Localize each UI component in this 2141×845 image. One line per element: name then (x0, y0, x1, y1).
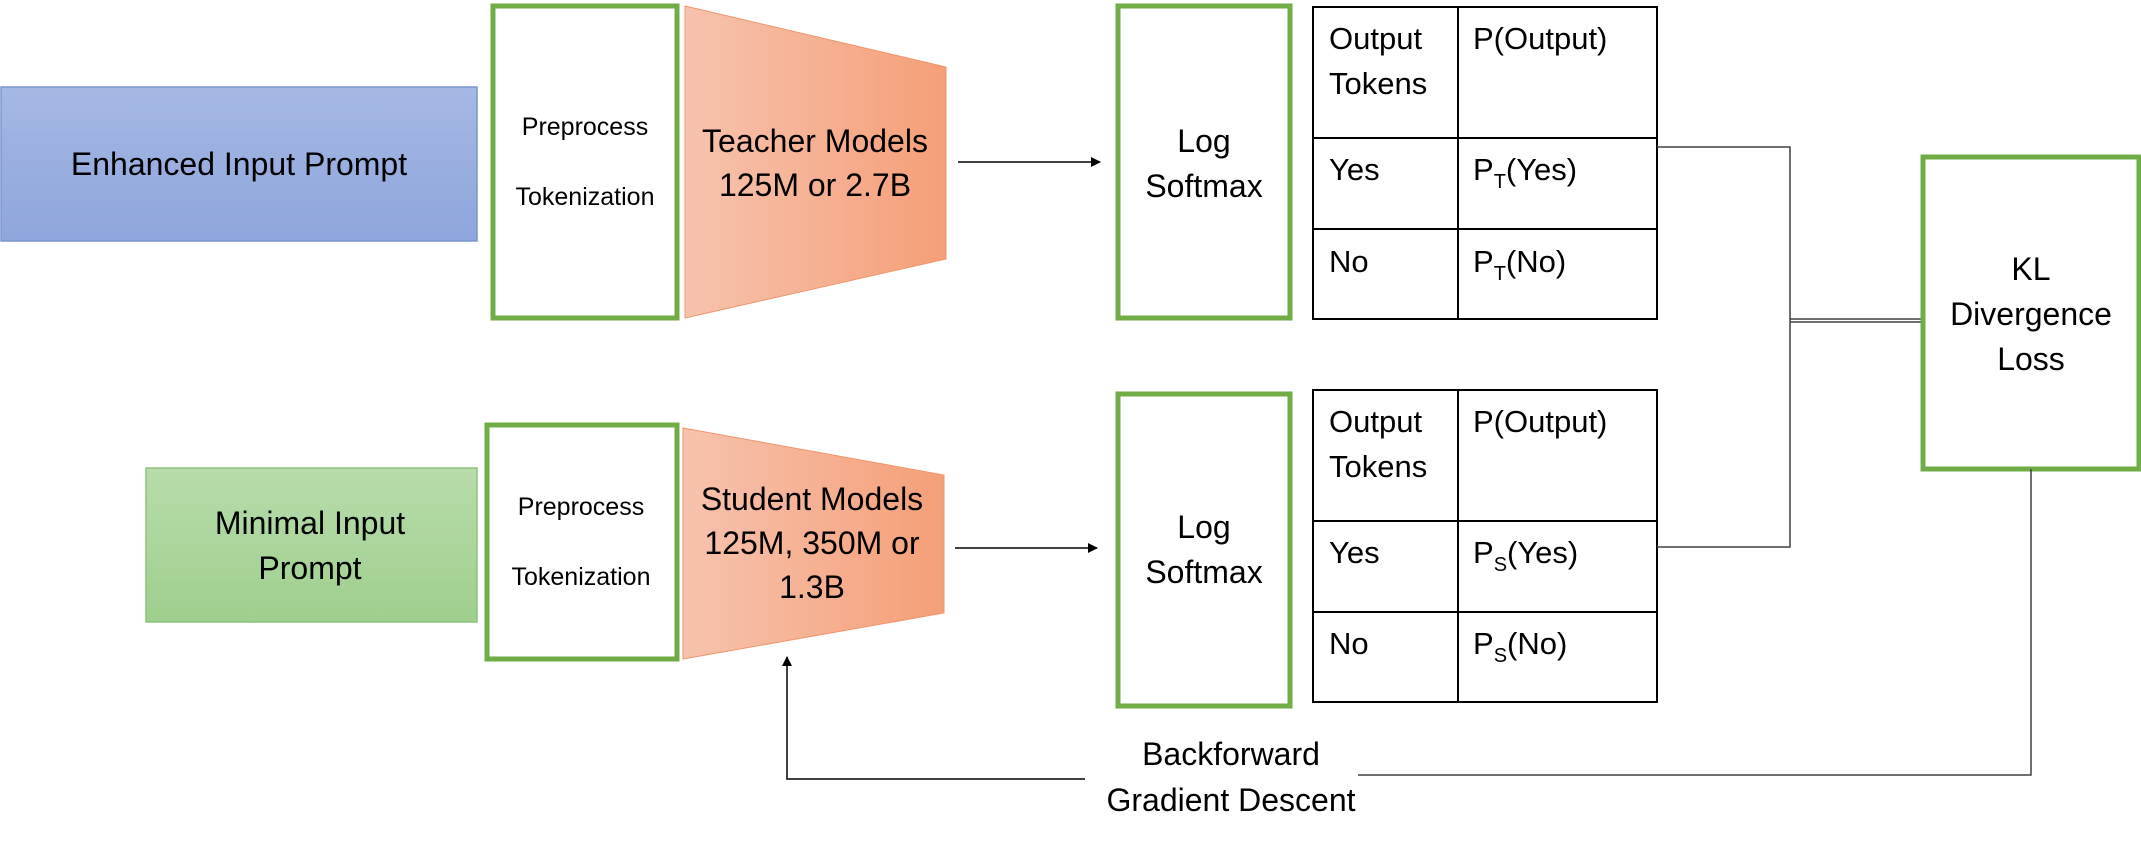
student-table-prob-yes: PS(Yes) (1473, 535, 1578, 576)
student-preprocess-label: Preprocess (518, 493, 644, 521)
kl-label: KL (2011, 251, 2050, 287)
teacher-log-label: Log (1177, 123, 1230, 159)
table-to-loss-connectors (1657, 146, 1922, 548)
student-table-token-yes: Yes (1329, 535, 1380, 570)
enhanced-input-prompt-box (0, 86, 478, 242)
teacher-output-table: Output Tokens P(Output) Yes PT(Yes) No P… (1312, 6, 1658, 320)
minimal-input-prompt-line2: Prompt (258, 550, 361, 586)
student-model-trapezoid (682, 427, 945, 660)
minimal-input-prompt-box (145, 467, 478, 623)
student-model-title: Student Models (701, 481, 923, 517)
student-table-header-prob: P(Output) (1473, 404, 1607, 439)
teacher-table-prob-yes: PT(Yes) (1473, 152, 1577, 193)
student-preprocess-box (484, 422, 680, 662)
teacher-table-header-tokens-line2: Tokens (1329, 66, 1427, 101)
teacher-softmax-label: Softmax (1145, 168, 1262, 204)
teacher-model-title: Teacher Models (702, 123, 928, 159)
student-table-header-tokens-line2: Tokens (1329, 449, 1427, 484)
minimal-input-prompt-line1: Minimal Input (215, 505, 405, 541)
loss-label: Loss (1997, 341, 2065, 377)
teacher-row: Enhanced Input Prompt Preprocess Tokeniz… (0, 3, 1658, 321)
student-table-prob-no: PS(No) (1473, 626, 1567, 667)
teacher-preprocess-label: Preprocess (522, 113, 648, 141)
feedback-arrow-left (782, 656, 1085, 780)
enhanced-input-prompt-label: Enhanced Input Prompt (71, 146, 407, 182)
teacher-table-token-no: No (1329, 244, 1369, 279)
backforward-label: Backforward (1142, 736, 1320, 772)
feedback-line-right (1358, 469, 2032, 776)
teacher-table-header-tokens-line1: Output (1329, 21, 1422, 56)
student-table-token-no: No (1329, 626, 1369, 661)
gradient-descent-label: Gradient Descent (1106, 782, 1355, 818)
divergence-label: Divergence (1950, 296, 2112, 332)
kl-loss-block: KL Divergence Loss (1920, 154, 2141, 472)
teacher-tokenization-label: Tokenization (516, 183, 655, 211)
teacher-table-header-prob: P(Output) (1473, 21, 1607, 56)
teacher-table-prob-no: PT(No) (1473, 244, 1566, 285)
student-output-table: Output Tokens P(Output) Yes PS(Yes) No P… (1312, 389, 1658, 703)
gradient-feedback-loop: Backforward Gradient Descent (782, 469, 2032, 818)
student-log-softmax-box (1115, 391, 1293, 709)
student-model-size-line2: 1.3B (779, 569, 845, 605)
student-model-size-line1: 125M, 350M or (704, 525, 920, 561)
teacher-model-size: 125M or 2.7B (719, 167, 911, 203)
teacher-model-trapezoid (684, 5, 947, 319)
student-row: Minimal Input Prompt Preprocess Tokeniza… (145, 389, 1658, 709)
student-tokenization-label: Tokenization (512, 563, 651, 591)
kl-divergence-loss-box (1920, 154, 2141, 472)
student-table-header-tokens-line1: Output (1329, 404, 1422, 439)
teacher-preprocess-box (490, 3, 680, 321)
student-softmax-label: Softmax (1145, 554, 1262, 590)
teacher-log-softmax-box (1115, 3, 1293, 321)
student-log-label: Log (1177, 509, 1230, 545)
teacher-table-token-yes: Yes (1329, 152, 1380, 187)
